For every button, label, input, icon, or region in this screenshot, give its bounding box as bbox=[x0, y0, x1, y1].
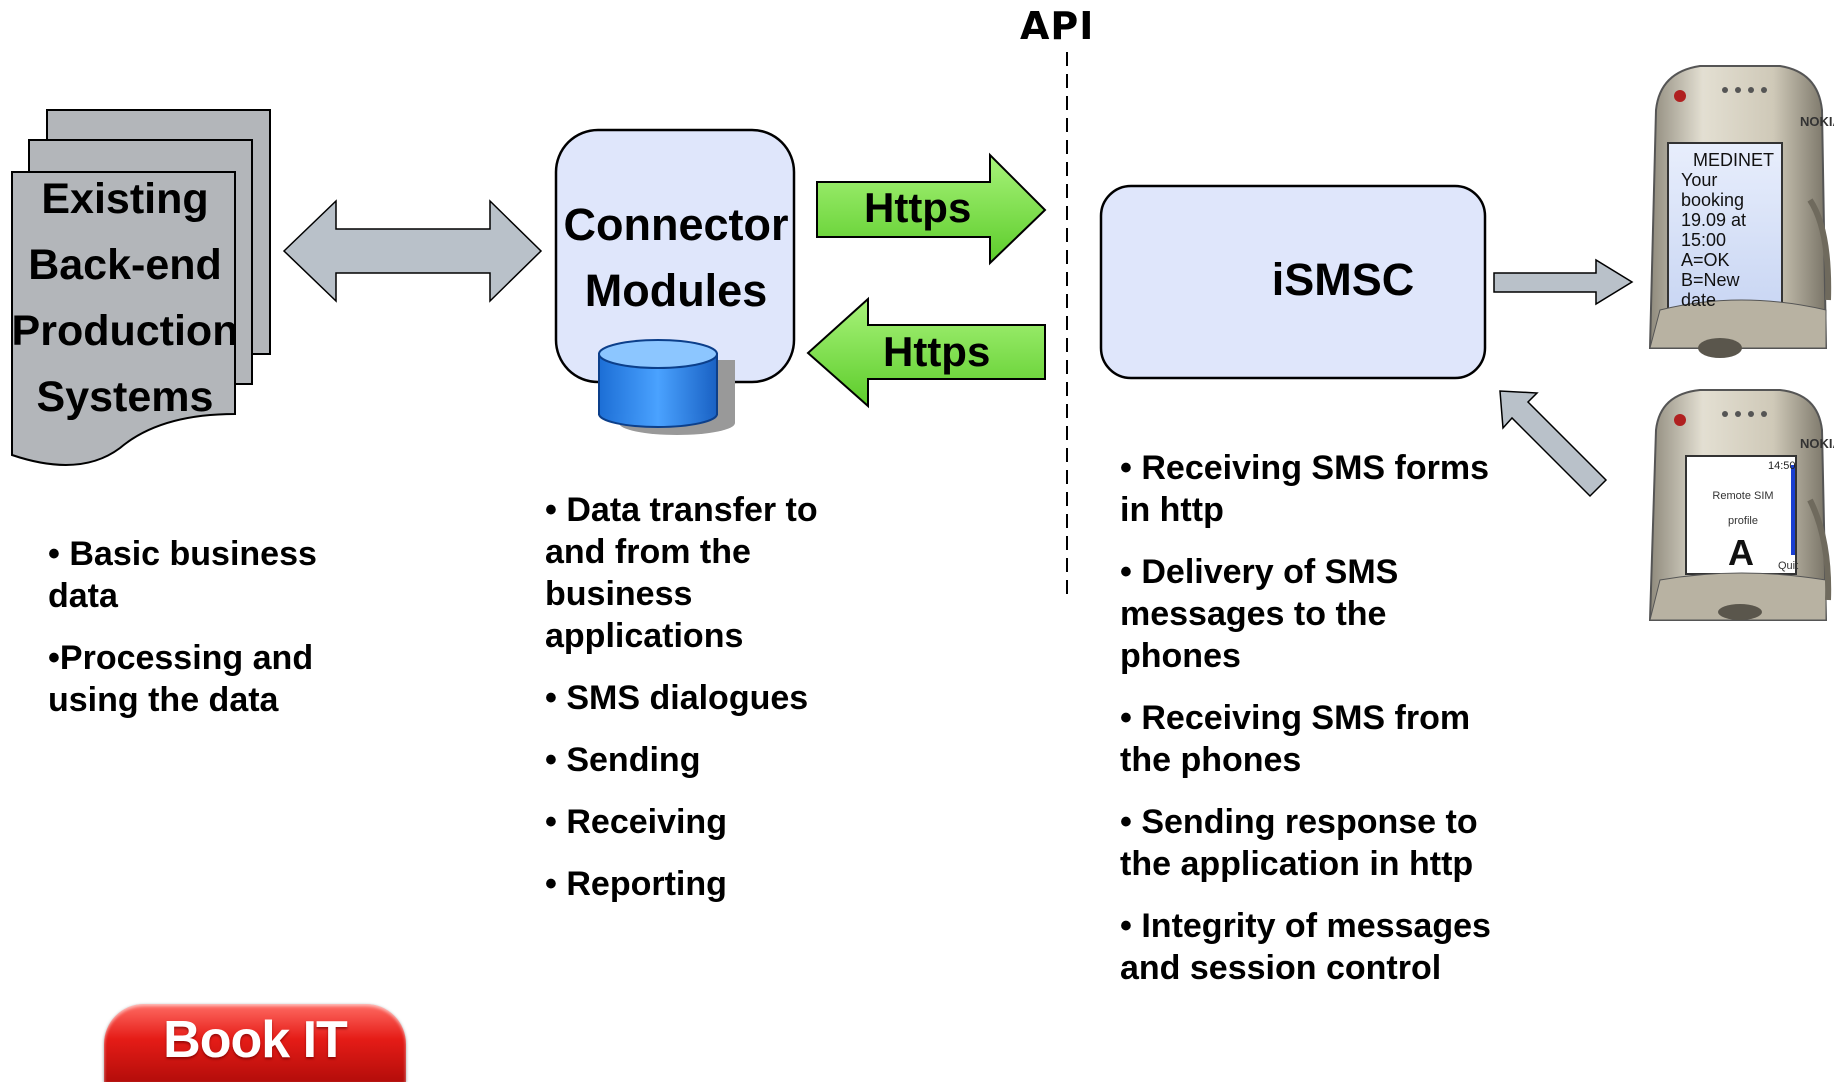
backend-line: Production bbox=[11, 307, 239, 355]
bullet-item: • Reporting bbox=[545, 865, 727, 903]
bidirectional-arrow bbox=[282, 199, 543, 303]
phone-bottom bbox=[1648, 389, 1832, 621]
bullet-item: • Basic business data bbox=[48, 535, 317, 615]
ismsc-label: iSMSC bbox=[1271, 254, 1415, 305]
ismsc-box bbox=[1099, 184, 1487, 380]
ismsc-bullets: • Receiving SMS forms in http • Delivery… bbox=[1120, 447, 1500, 1009]
phone1-brand: NOKIA bbox=[1800, 114, 1834, 129]
backend-bullets: • Basic business data •Processing and us… bbox=[48, 533, 348, 741]
bullet-item: • Integrity of messages and session cont… bbox=[1120, 907, 1491, 987]
api-label: API bbox=[1020, 4, 1095, 48]
book-it-label: Book IT bbox=[163, 1011, 348, 1069]
phone1-screen-line: Your bbox=[1681, 170, 1718, 190]
https-top-label: Https bbox=[864, 184, 972, 231]
phone2-softkey: Quit bbox=[1778, 560, 1799, 572]
backend-systems-label: Existing Back-end Production Systems bbox=[10, 166, 240, 430]
phone1-screen-line: 19.09 at bbox=[1681, 210, 1747, 230]
bullet-item: • Receiving bbox=[545, 803, 727, 841]
bullet-item: • Sending bbox=[545, 741, 701, 779]
phone2-line1: Remote SIM bbox=[1712, 490, 1774, 502]
database-icon bbox=[598, 339, 735, 435]
phone1-screen-line: A=OK bbox=[1681, 250, 1730, 270]
phone1-screen-line: date bbox=[1681, 290, 1717, 310]
bullet-item: •Processing and using the data bbox=[48, 639, 314, 719]
bullet-item: • Sending response to the application in… bbox=[1120, 803, 1478, 883]
https-arrow-left bbox=[806, 296, 1046, 409]
phone2-line2: profile bbox=[1728, 515, 1758, 527]
https-arrow-right bbox=[816, 152, 1047, 266]
arrow-from-phone bbox=[1499, 390, 1608, 498]
https-bottom-label: Https bbox=[883, 328, 991, 375]
bullet-item: • Delivery of SMS messages to the phones bbox=[1120, 553, 1399, 675]
phone1-screen-line: MEDINET bbox=[1693, 150, 1774, 170]
bullet-item: • Receiving SMS forms in http bbox=[1120, 449, 1490, 529]
connector-line: Connector bbox=[563, 199, 789, 250]
bullet-item: • Receiving SMS from the phones bbox=[1120, 699, 1471, 779]
phone1-screen: MEDINET Your booking 19.09 at 15:00 A=OK… bbox=[1681, 150, 1781, 310]
backend-line: Existing bbox=[41, 175, 209, 223]
phone2-brand: NOKIA bbox=[1800, 436, 1834, 451]
bullet-item: • Data transfer to and from the business… bbox=[545, 491, 818, 655]
connector-modules-label: Connector Modules bbox=[556, 192, 796, 324]
bullet-item: • SMS dialogues bbox=[545, 679, 809, 717]
phone1-screen-line: booking bbox=[1681, 190, 1745, 210]
phone1-screen-line: 15:00 bbox=[1681, 230, 1727, 250]
phone2-time: 14:50 bbox=[1768, 460, 1796, 472]
phone2-big-letter: A bbox=[1728, 532, 1754, 573]
book-it-button[interactable]: Book IT bbox=[104, 1004, 406, 1082]
arrow-to-phone bbox=[1493, 258, 1634, 306]
phone-top bbox=[1648, 65, 1832, 358]
backend-line: Systems bbox=[36, 373, 214, 421]
backend-stack bbox=[11, 109, 271, 466]
connector-bullets: • Data transfer to and from the business… bbox=[545, 489, 865, 925]
phone1-screen-line: B=New bbox=[1681, 270, 1740, 290]
connector-line: Modules bbox=[584, 265, 768, 316]
backend-line: Back-end bbox=[28, 241, 222, 289]
